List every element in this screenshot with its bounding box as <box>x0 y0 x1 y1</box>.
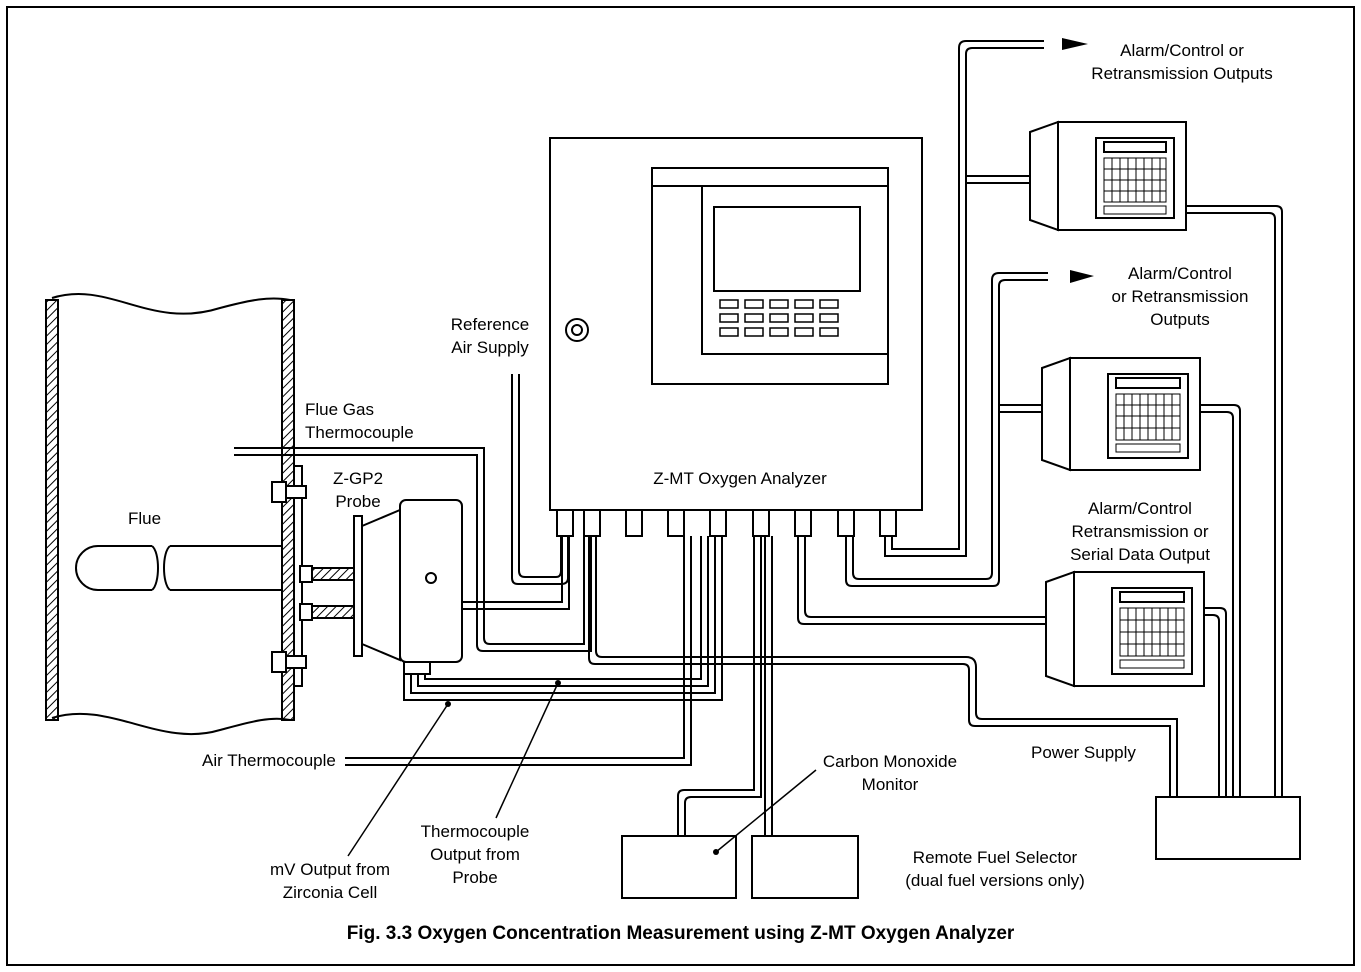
keypad <box>719 299 839 337</box>
recorder-middle <box>1041 356 1201 472</box>
label-remote-fuel-selector: Remote Fuel Selector (dual fuel versions… <box>905 848 1085 890</box>
leader-lines <box>347 682 817 857</box>
figure-frame <box>6 6 1355 966</box>
label-air-thermocouple: Air Thermocouple <box>202 751 336 770</box>
peripheral-boxes <box>621 796 1301 899</box>
recorder-bottom <box>1045 570 1205 688</box>
cable-glands <box>556 509 897 537</box>
label-analyzer: Z-MT Oxygen Analyzer <box>653 469 827 488</box>
probe-tube <box>75 545 282 591</box>
label-alarm-low: Alarm/Control Retransmission or Serial D… <box>1070 499 1210 564</box>
output-arrows <box>1062 38 1094 283</box>
label-probe: Z-GP2 Probe <box>332 469 384 511</box>
label-alarm-top: Alarm/Control or Retransmission Outputs <box>1091 41 1273 83</box>
label-power-supply: Power Supply <box>1031 743 1136 762</box>
mounting-flange <box>271 465 401 687</box>
label-flue: Flue <box>128 509 162 528</box>
cables <box>234 40 1283 836</box>
label-flue-gas-thermocouple: Flue Gas Thermocouple <box>305 400 414 442</box>
leader-dots <box>445 680 719 855</box>
label-mv-output: mV Output from Zirconia Cell <box>270 860 390 902</box>
label-reference-air: Reference Air Supply <box>450 315 530 357</box>
label-thermocouple-output: Thermocouple Output from Probe <box>420 822 530 887</box>
recorder-top <box>1029 120 1187 232</box>
label-alarm-mid: Alarm/Control or Retransmission Outputs <box>1111 264 1249 329</box>
figure-caption: Fig. 3.3 Oxygen Concentration Measuremen… <box>346 923 1015 944</box>
analyzer-enclosure <box>549 137 923 511</box>
label-co-monitor: Carbon Monoxide Monitor <box>822 752 958 794</box>
probe-head <box>399 499 463 675</box>
flue-duct <box>45 293 295 736</box>
